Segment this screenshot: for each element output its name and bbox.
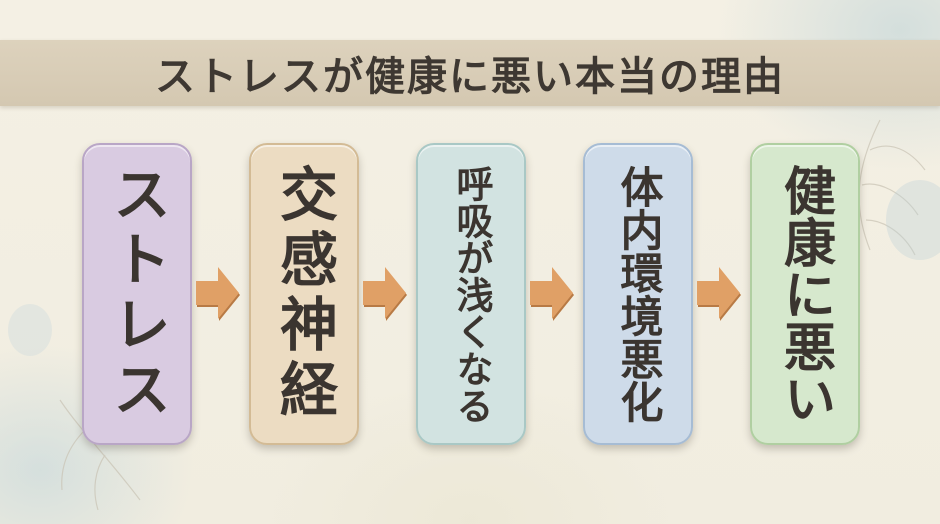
flow-step-label: 健康に悪い [774, 164, 835, 424]
flow-step-5: 健康に悪い [750, 143, 860, 445]
flow-step-label: ストレス [103, 164, 171, 424]
title-banner: ストレスが健康に悪い本当の理由 [0, 40, 940, 106]
flow-step-label: 呼吸が浅くなる [450, 164, 493, 424]
flow-step-3: 呼吸が浅くなる [416, 143, 526, 445]
arrow-right-icon [530, 267, 574, 321]
flow-step-4: 体内環境悪化 [583, 143, 693, 445]
page-title: ストレスが健康に悪い本当の理由 [155, 54, 785, 100]
arrow-right-icon [363, 267, 407, 321]
arrow-right-icon [697, 267, 741, 321]
flow-step-1: ストレス [82, 143, 192, 445]
arrow-right-icon [196, 267, 240, 321]
flow-step-label: 交感神経 [270, 164, 338, 424]
flow-step-label: 体内環境悪化 [613, 165, 663, 423]
flow-step-2: 交感神経 [249, 143, 359, 445]
